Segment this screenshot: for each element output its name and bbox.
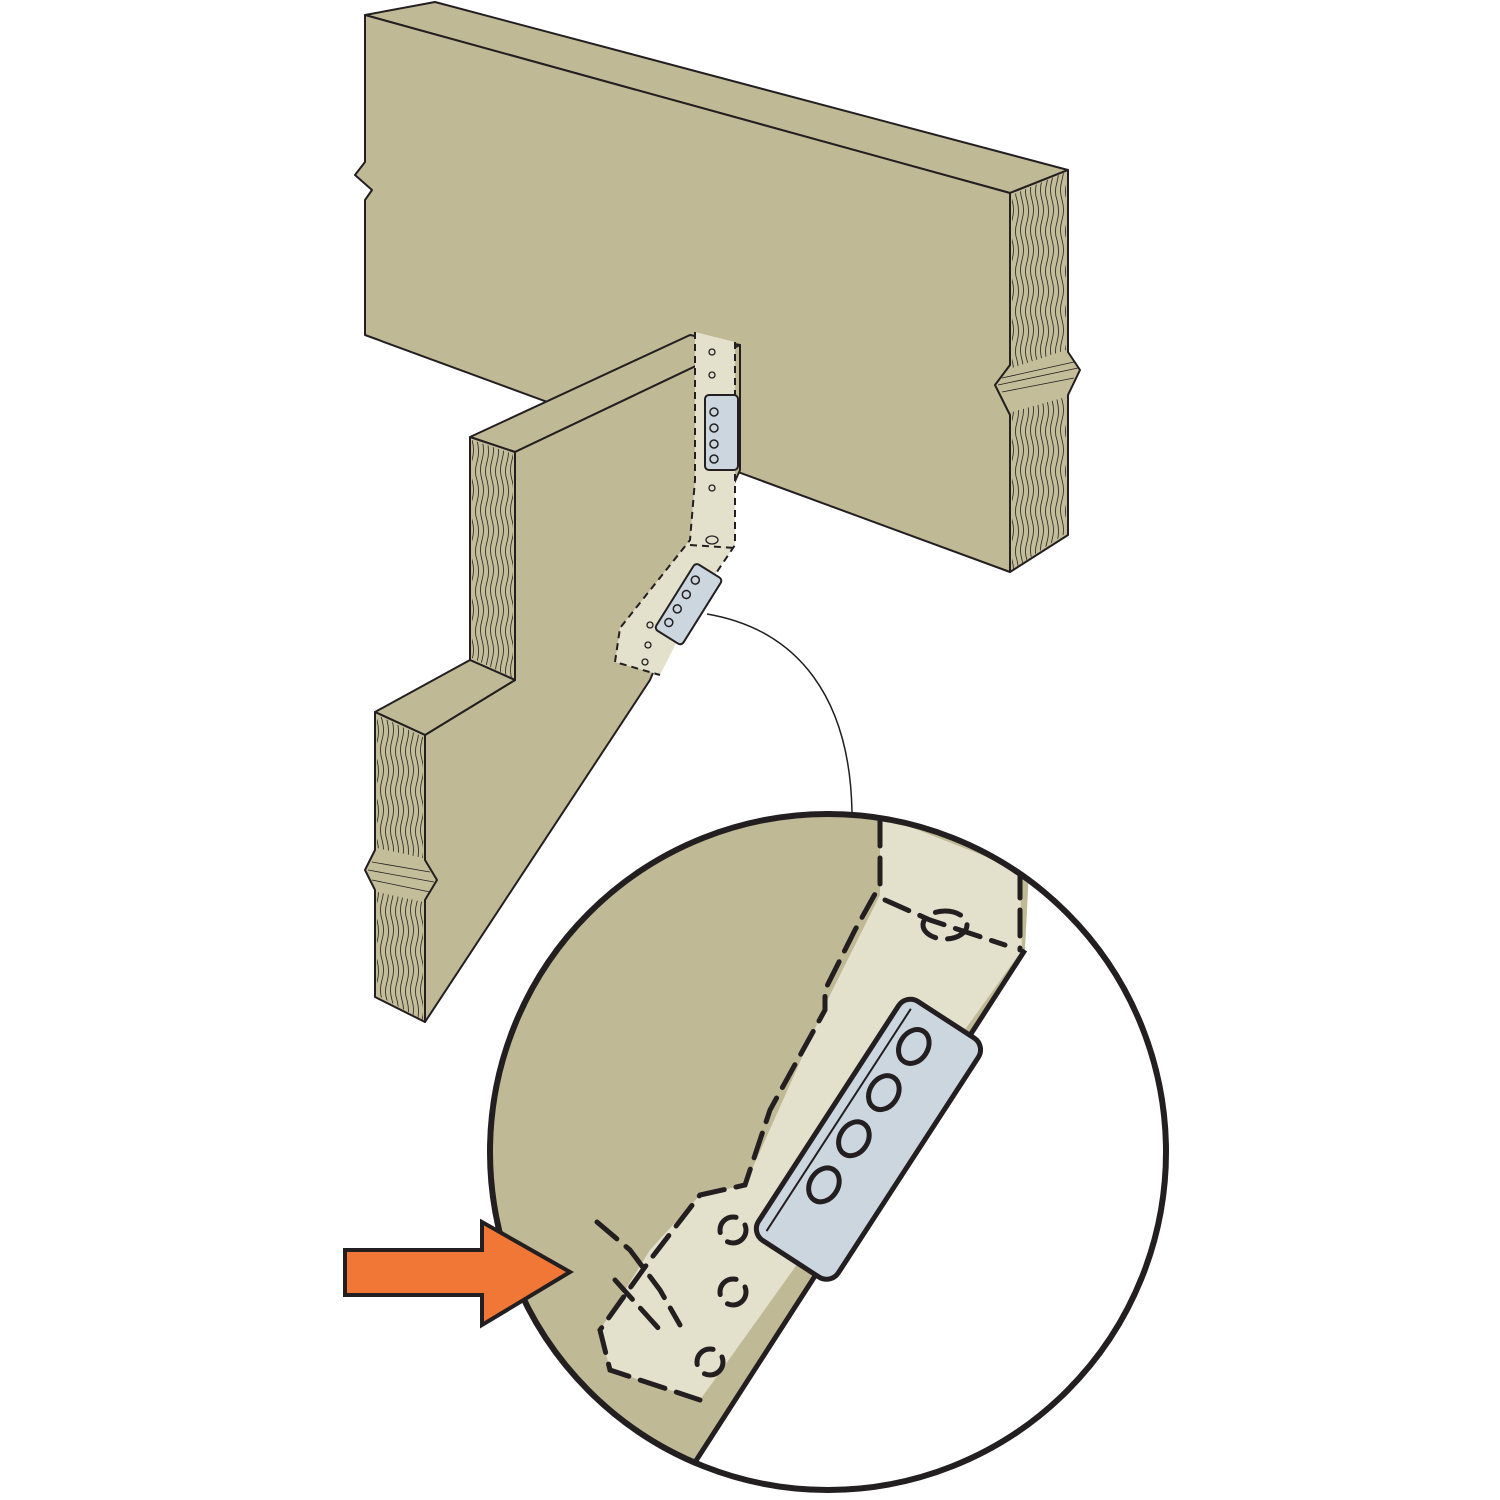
callout-arrow-icon — [343, 1218, 574, 1329]
joist — [364, 334, 741, 1023]
header-beam — [354, 1, 1081, 573]
callout-leader-line — [706, 613, 853, 813]
detail-bracket — [600, 815, 1022, 1400]
detail-callout — [487, 811, 1169, 1493]
hanger-bracket — [613, 332, 739, 676]
